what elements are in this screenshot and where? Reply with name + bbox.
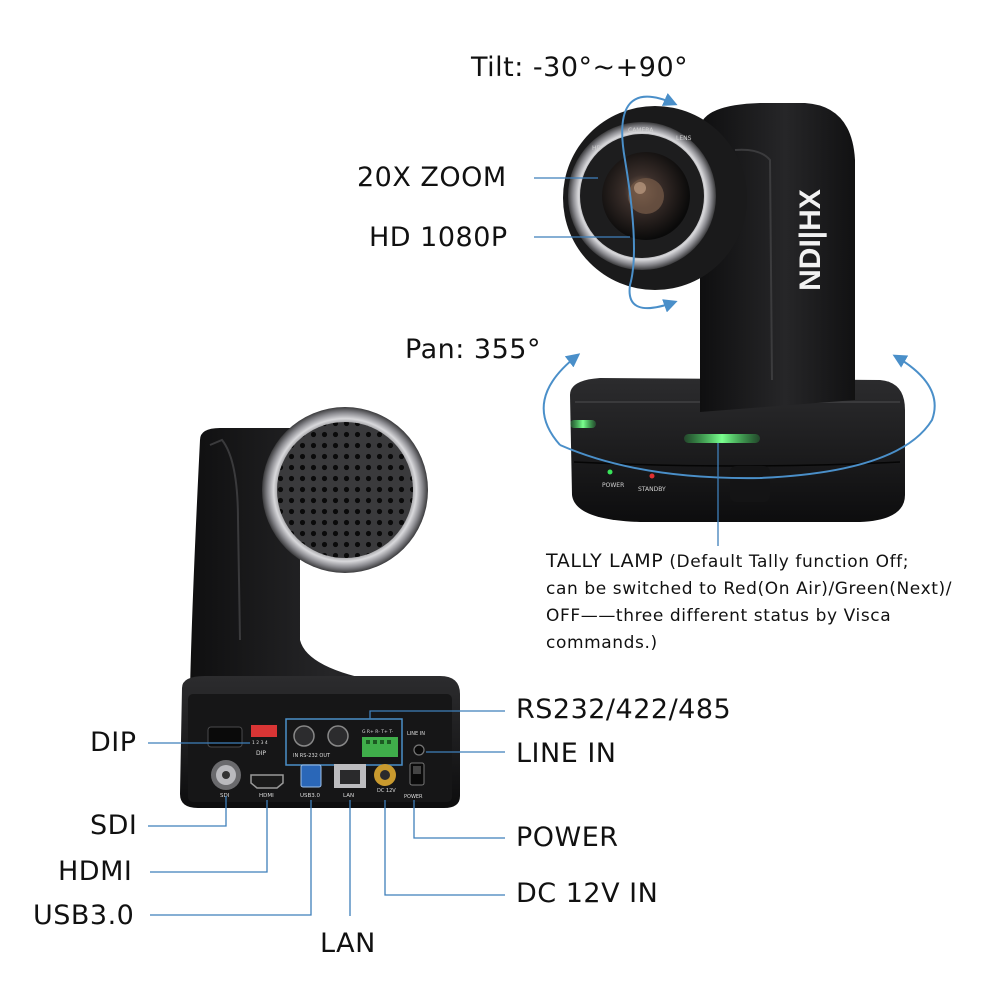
pan-arrow-ellipse — [559, 354, 936, 480]
svg-text:HD: HD — [592, 145, 602, 152]
power-led — [607, 469, 613, 475]
hd-label: HD 1080P — [369, 222, 508, 253]
brand-logo: NDI|HX — [794, 189, 827, 291]
svg-text:DIP: DIP — [256, 750, 266, 757]
usb3-port — [300, 764, 322, 788]
dip-switch — [251, 725, 277, 737]
svg-text:CAMERA: CAMERA — [628, 127, 654, 134]
front-camera: POWER STANDBY NDI|HX CAMERA HD LENS — [563, 103, 905, 522]
hdmi-port — [250, 774, 284, 789]
line-in-label: LINE IN — [516, 738, 617, 769]
rs232-in-port — [293, 725, 315, 747]
rs232-out-port — [327, 725, 349, 747]
tally-lamp-title: TALLY LAMP — [546, 550, 664, 572]
svg-text:USB3.0: USB3.0 — [300, 793, 321, 799]
sdi-leader — [148, 796, 227, 827]
standby-led-label: STANDBY — [638, 486, 666, 493]
pan-arrow-left — [542, 353, 581, 446]
dip-slot — [207, 726, 243, 748]
svg-text:DC 12V: DC 12V — [377, 788, 396, 794]
tilt-arrow — [621, 93, 678, 313]
line-in-jack — [413, 744, 425, 756]
svg-text:1 2 3 4: 1 2 3 4 — [252, 740, 268, 746]
back-panel: 1 2 3 4 DIP IN RS-232 OUT G R+ R- T+ T- … — [207, 718, 425, 800]
zoom-label: 20X ZOOM — [357, 162, 507, 193]
tally-line-1: (Default Tally function Off; — [669, 552, 910, 572]
rs232-leader — [369, 710, 505, 719]
svg-text:HDMI: HDMI — [259, 793, 274, 799]
dip-label: DIP — [90, 727, 137, 758]
tally-lamp-left — [570, 420, 596, 428]
power-led-label: POWER — [602, 482, 624, 489]
dc-label: DC 12V IN — [516, 878, 659, 909]
back-camera-arm — [190, 428, 450, 690]
dc-leader — [384, 800, 505, 896]
sdi-label: SDI — [90, 810, 138, 841]
power-leader — [413, 800, 505, 839]
svg-text:LAN: LAN — [343, 793, 354, 799]
pan-label: Pan: 355° — [405, 334, 541, 365]
tilt-label: Tilt: -30°~+90° — [471, 52, 689, 83]
svg-text:G R+ R- T+ T-: G R+ R- T+ T- — [362, 729, 394, 735]
hdmi-leader — [150, 800, 268, 873]
tally-line-3: OFF——three different status by Visca — [546, 606, 892, 626]
hdmi-label: HDMI — [58, 856, 133, 887]
power-label: POWER — [516, 822, 619, 853]
tally-lamp-description: TALLY LAMP (Default Tally function Off; … — [546, 548, 986, 657]
lan-label: LAN — [320, 928, 376, 959]
usb-label: USB3.0 — [33, 900, 135, 931]
tally-line-4: commands.) — [546, 633, 658, 653]
front-camera-base — [570, 378, 905, 522]
svg-text:SDI: SDI — [220, 793, 230, 799]
standby-led — [649, 473, 655, 479]
svg-text:POWER: POWER — [404, 794, 423, 800]
tally-line-2: can be switched to Red(On Air)/Green(Nex… — [546, 579, 953, 599]
tally-lamp — [684, 434, 760, 443]
rs232-label: RS232/422/485 — [516, 694, 732, 725]
usb-leader — [150, 800, 312, 916]
svg-text:IN RS-232 OUT: IN RS-232 OUT — [293, 753, 331, 759]
svg-text:LINE IN: LINE IN — [407, 731, 425, 737]
svg-text:LENS: LENS — [676, 135, 692, 142]
